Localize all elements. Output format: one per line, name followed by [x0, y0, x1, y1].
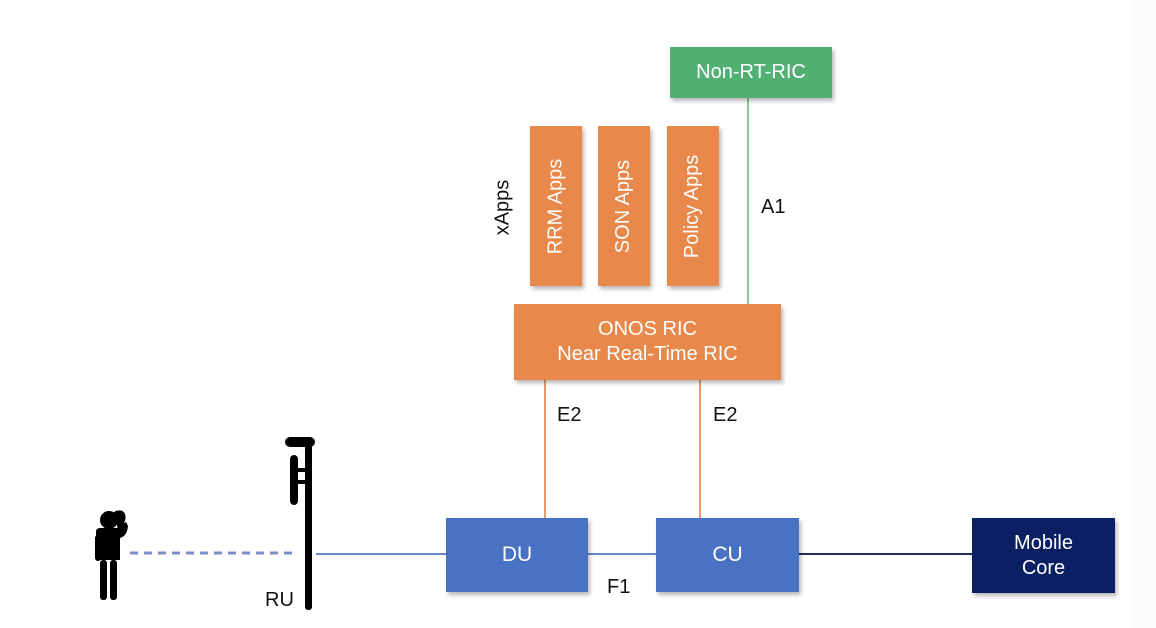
near-rt-ric-subtitle: Near Real-Time RIC — [557, 343, 738, 365]
cell-tower-antenna-icon — [285, 437, 315, 610]
mobile-core-line2: Core — [1021, 556, 1066, 579]
xapp-policy-apps: Policy Apps — [667, 126, 719, 286]
non-rt-ric-label: Non-RT-RIC — [696, 61, 806, 83]
near-rt-ric-title: ONOS RIC — [598, 318, 697, 340]
cu-label: CU — [712, 542, 743, 566]
near-rt-ric-box: ONOS RIC Near Real-Time RIC — [514, 304, 781, 380]
xapp-label: RRM Apps — [544, 158, 567, 254]
a1-interface-label: A1 — [761, 196, 786, 218]
xapp-label: SON Apps — [612, 159, 635, 253]
mobile-core-box: Mobile Core — [972, 518, 1115, 593]
mobile-core-line1: Mobile — [1014, 531, 1073, 554]
du-label: DU — [501, 542, 533, 566]
xapp-label: Policy Apps — [681, 154, 704, 258]
e2-du-interface-label: E2 — [557, 404, 582, 426]
xapps-group-label: xApps — [491, 179, 514, 236]
xapp-son-apps: SON Apps — [598, 126, 650, 286]
ru-label: RU — [265, 589, 294, 611]
e2-cu-interface-label: E2 — [713, 404, 738, 426]
xapp-rrm-apps: RRM Apps — [530, 126, 582, 286]
du-box: DU — [446, 518, 588, 592]
slide-edge — [1132, 0, 1156, 628]
cu-box: CU — [656, 518, 799, 592]
f1-interface-label: F1 — [607, 576, 631, 598]
non-rt-ric-box: Non-RT-RIC — [670, 47, 832, 98]
person-on-phone-icon — [95, 510, 128, 600]
